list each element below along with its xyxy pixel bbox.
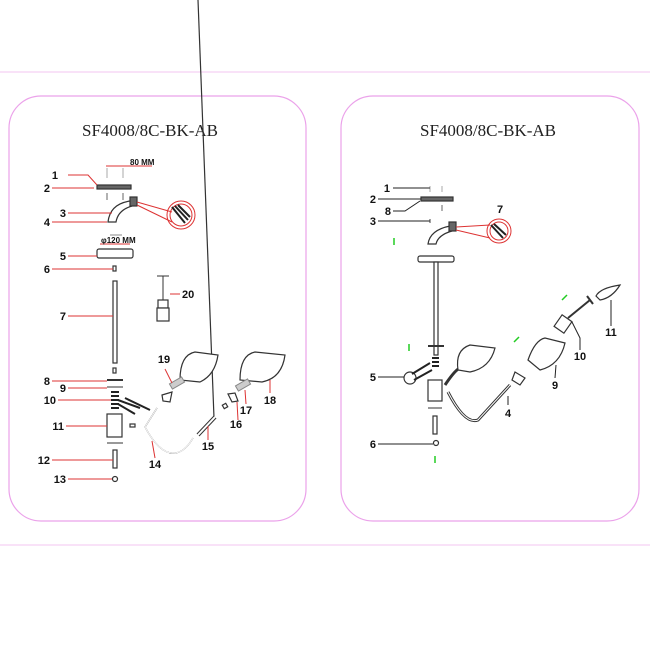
right-panel-border xyxy=(340,95,640,522)
part-label: 3 xyxy=(60,208,66,220)
glass-shade xyxy=(456,344,496,373)
glass-shade xyxy=(179,351,219,383)
glass-shade xyxy=(527,337,566,371)
part-label: 17 xyxy=(240,405,252,417)
left-panel-border xyxy=(8,95,307,522)
body-cup xyxy=(106,413,123,438)
part-label: 5 xyxy=(370,372,376,384)
part-label: 12 xyxy=(38,455,50,467)
part-label: 8 xyxy=(44,376,50,388)
part-label: 15 xyxy=(202,441,214,453)
part-label: 1 xyxy=(52,170,58,182)
part-label: 13 xyxy=(54,474,66,486)
candle-bulb xyxy=(595,284,622,301)
mounting-plate xyxy=(96,184,132,190)
part-label: 2 xyxy=(44,183,50,195)
part-label: 10 xyxy=(44,395,56,407)
left-part-labels: 1 2 3 4 5 6 7 8 9 10 11 12 13 14 15 16 1… xyxy=(38,170,276,486)
part-label: 18 xyxy=(264,395,276,407)
bracket xyxy=(427,225,453,245)
arm xyxy=(443,366,512,423)
body-cup xyxy=(427,379,443,402)
part-label: 20 xyxy=(182,289,194,301)
right-panel-title: SF4008/8C-BK-AB xyxy=(420,121,556,140)
wire-connector-detail xyxy=(486,218,512,244)
part-label: 19 xyxy=(158,354,170,366)
part-label: 10 xyxy=(574,351,586,363)
part-label: 16 xyxy=(230,419,242,431)
part-label: 2 xyxy=(370,194,376,206)
part-label: 4 xyxy=(44,217,51,229)
rod xyxy=(433,261,439,356)
part-label: 11 xyxy=(605,327,617,339)
part-label: 9 xyxy=(552,380,558,392)
wire-connector-detail xyxy=(166,200,196,230)
canopy xyxy=(96,248,134,259)
canopy xyxy=(417,255,455,263)
glass-shade xyxy=(239,351,286,383)
part-label: 9 xyxy=(60,383,66,395)
lamp-holder xyxy=(156,307,170,322)
markers xyxy=(393,238,568,463)
part-label: 1 xyxy=(384,183,390,195)
part-label: 14 xyxy=(149,459,162,471)
part-label: 7 xyxy=(60,311,66,323)
left-panel: SF4008/8C-BK-AB 80 MM φ120 MM xyxy=(8,0,307,522)
part-label: 8 xyxy=(385,206,391,218)
part-label: 4 xyxy=(505,408,512,420)
mounting-plate xyxy=(420,196,454,202)
part-label: 3 xyxy=(370,216,376,228)
canopy-diameter-dimension: φ120 MM xyxy=(101,236,136,245)
rod xyxy=(112,280,118,364)
right-panel: SF4008/8C-BK-AB xyxy=(340,95,640,522)
mount-spacing-dimension: 80 MM xyxy=(130,158,155,167)
right-part-labels: 1 2 8 3 7 5 6 4 9 10 11 xyxy=(370,183,617,451)
part-label: 11 xyxy=(52,421,64,433)
part-label: 6 xyxy=(44,264,50,276)
part-label: 5 xyxy=(60,251,66,263)
bracket xyxy=(107,200,133,223)
part-label: 7 xyxy=(497,204,503,216)
part-label: 6 xyxy=(370,439,376,451)
left-panel-title: SF4008/8C-BK-AB xyxy=(82,121,218,140)
